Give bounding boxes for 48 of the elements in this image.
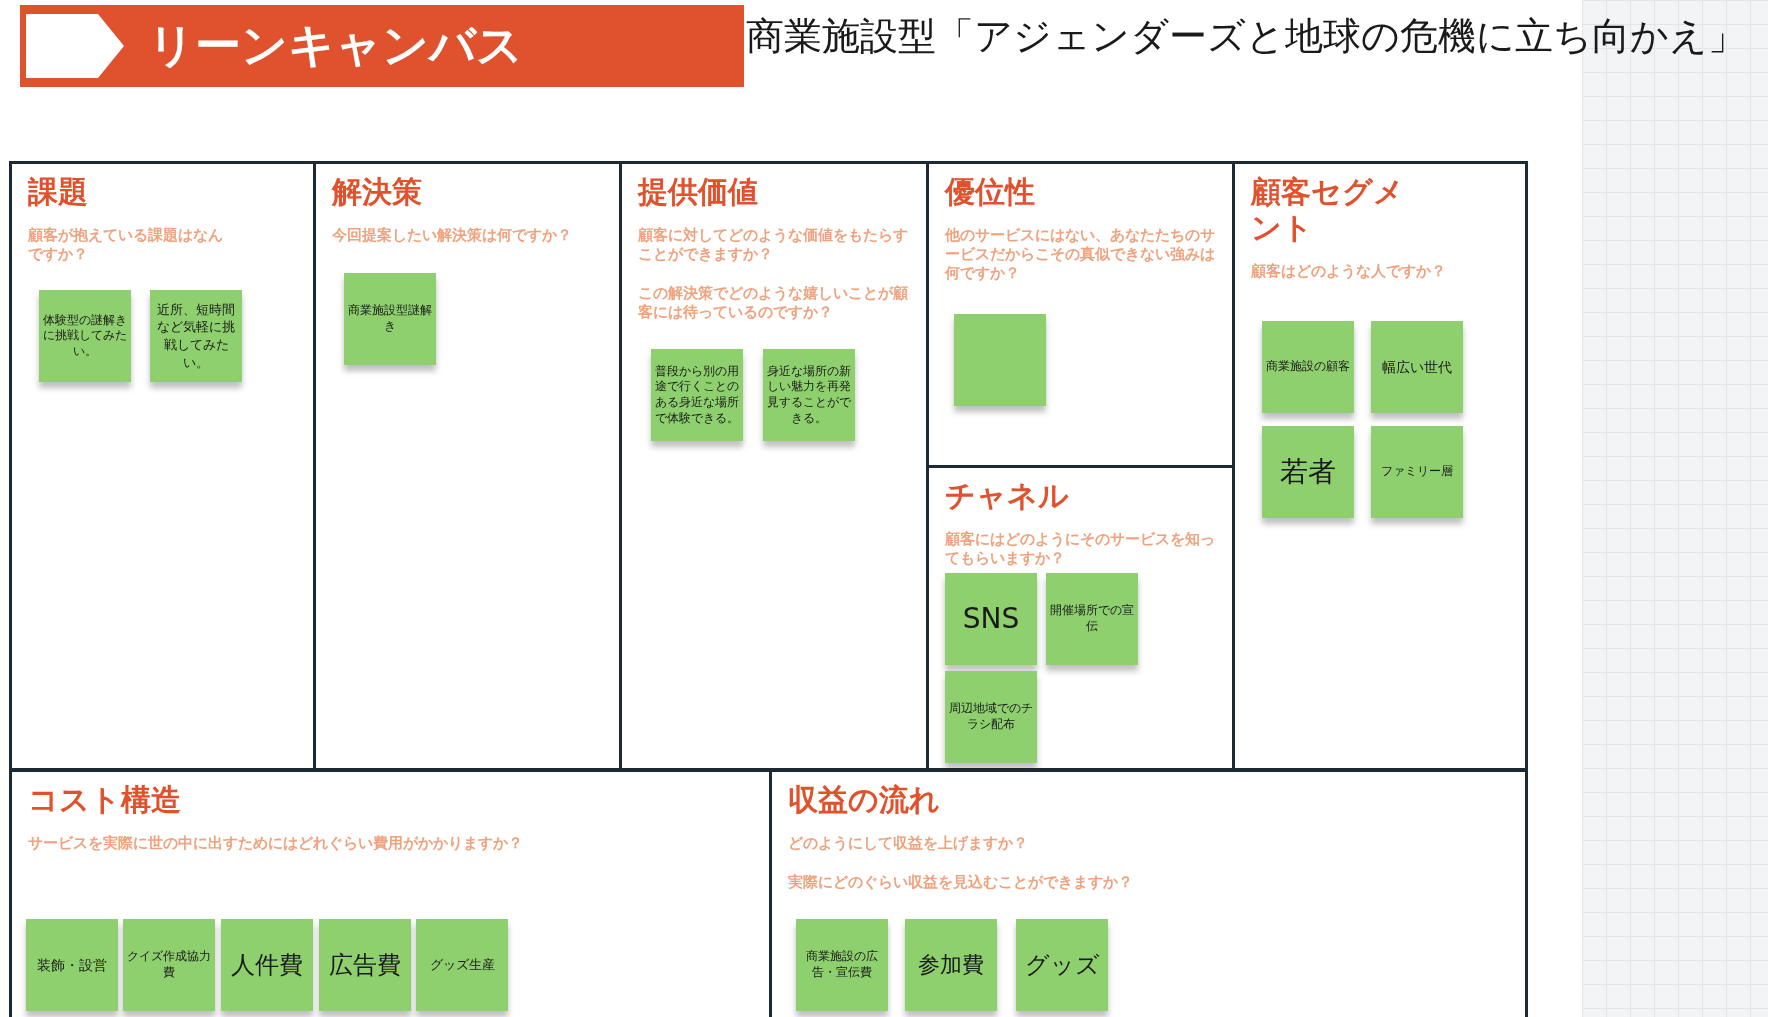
section-question: 顧客にはどのようにそのサービスを知ってもらいますか？ — [945, 530, 1216, 568]
section-question: 顧客はどのような人ですか？ — [1251, 262, 1447, 281]
sticky-note: 人件費 — [221, 919, 313, 1011]
canvas-section — [9, 769, 772, 1017]
canvas-section — [769, 769, 1528, 1017]
section-question: 実際にどのぐらい収益を見込むことができますか？ — [788, 872, 1134, 892]
section-question: この解決策でどのような嬉しいことが顧客には待っているのですか？ — [638, 283, 909, 322]
section-heading: 顧客セグメント — [1251, 174, 1405, 246]
sticky-note: 体験型の謎解きに挑戦してみたい。 — [39, 290, 131, 382]
sticky-note: 商業施設の顧客 — [1262, 321, 1354, 413]
sticky-note: 参加費 — [905, 919, 997, 1011]
sticky-note: 身近な場所の新しい魅力を再発見することができる。 — [763, 349, 855, 441]
sticky-note: クイズ作成協力費 — [123, 919, 215, 1011]
canvas-section — [1232, 161, 1528, 771]
canvas-section — [9, 161, 316, 771]
sticky-note: 広告費 — [319, 919, 411, 1011]
sticky-note: 周辺地域でのチラシ配布 — [945, 671, 1037, 763]
section-heading: 解決策 — [332, 174, 423, 210]
sticky-note: ファミリー層 — [1371, 426, 1463, 518]
section-heading: 優位性 — [945, 174, 1036, 210]
sticky-note: 装飾・設営 — [26, 919, 118, 1011]
sticky-note: 普段から別の用途で行くことのある身近な場所で体験できる。 — [651, 349, 743, 441]
section-question: どのようにして収益を上げますか？ — [788, 834, 1029, 853]
sticky-note: 開催場所での宣伝 — [1046, 573, 1138, 665]
sticky-note: 若者 — [1262, 426, 1354, 518]
sticky-note: SNS — [945, 573, 1037, 665]
section-heading: 課題 — [28, 174, 89, 210]
section-heading: 収益の流れ — [788, 782, 941, 818]
canvas-section — [313, 161, 622, 771]
sticky-note: 商業施設型謎解き — [344, 273, 436, 365]
section-question: サービスを実際に世の中に出すためにはどれぐらい費用がかかりますか？ — [28, 834, 524, 853]
section-heading: コスト構造 — [28, 782, 182, 818]
sticky-note: グッズ生産 — [416, 919, 508, 1011]
sticky-note: 幅広い世代 — [1371, 321, 1463, 413]
banner-title: リーンキャンバス — [148, 17, 523, 74]
section-question: 顧客に対してどのような価値をもたらすことができますか？ — [638, 226, 909, 264]
title-banner — [20, 5, 744, 87]
sticky-note — [954, 314, 1046, 406]
sticky-note: グッズ — [1016, 919, 1108, 1011]
section-question: 今回提案したい解決策は何ですか？ — [332, 226, 573, 245]
canvas-section — [619, 161, 929, 771]
section-question: 顧客が抱えている課題はなんですか？ — [28, 226, 224, 264]
page-title: 商業施設型「アジェンダーズと地球の危機に立ち向かえ」 — [746, 13, 1747, 60]
sticky-note: 近所、短時間など気軽に挑戦してみたい。 — [150, 290, 242, 382]
sticky-note: 商業施設の広告・宣伝費 — [796, 919, 888, 1011]
section-heading: 提供価値 — [638, 174, 759, 210]
section-heading: チャネル — [945, 478, 1070, 514]
section-question: 他のサービスにはない、あなたたちのサービスだからこその真似できない強みは何ですか？ — [945, 226, 1216, 283]
